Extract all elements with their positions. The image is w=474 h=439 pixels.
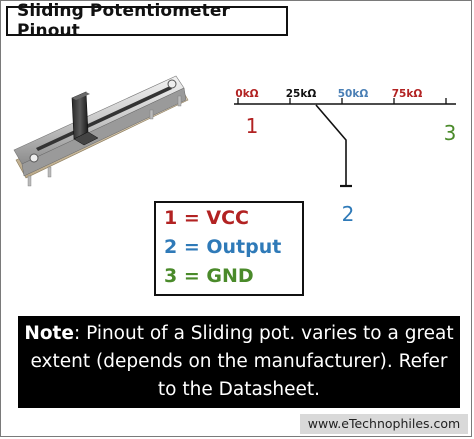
legend-gnd: 3 = GND (164, 265, 254, 287)
pin-legend: 1 = VCC 2 = Output 3 = GND (154, 201, 304, 296)
note-text: : Pinout of a Sliding pot. varies to a g… (30, 323, 454, 400)
pin-2-label: 2 (342, 202, 355, 226)
website-footer: www.eTechnophiles.com (300, 414, 468, 434)
page-title: Sliding Potentiometer Pinout (17, 1, 230, 41)
title-box: Sliding Potentiometer Pinout (6, 1, 288, 41)
tick-label-75k: 75kΩ (392, 88, 423, 100)
pinout-diagram: 0kΩ 25kΩ 50kΩ 75kΩ 1 2 3 (13, 75, 457, 226)
wiper-line (315, 104, 347, 186)
potentiometer-image (13, 75, 189, 187)
tick-marks (237, 98, 447, 104)
pin-3-label: 3 (444, 121, 457, 145)
note-label: Note (24, 323, 74, 344)
tick-label-25k: 25kΩ (286, 88, 317, 100)
tick-label-50k: 50kΩ (338, 88, 369, 100)
pin-1-label: 1 (246, 114, 259, 138)
legend-output: 2 = Output (164, 236, 282, 258)
tick-label-0k: 0kΩ (235, 88, 258, 100)
legend-vcc: 1 = VCC (164, 207, 249, 229)
note-box: Note: Pinout of a Sliding pot. varies to… (18, 316, 460, 408)
